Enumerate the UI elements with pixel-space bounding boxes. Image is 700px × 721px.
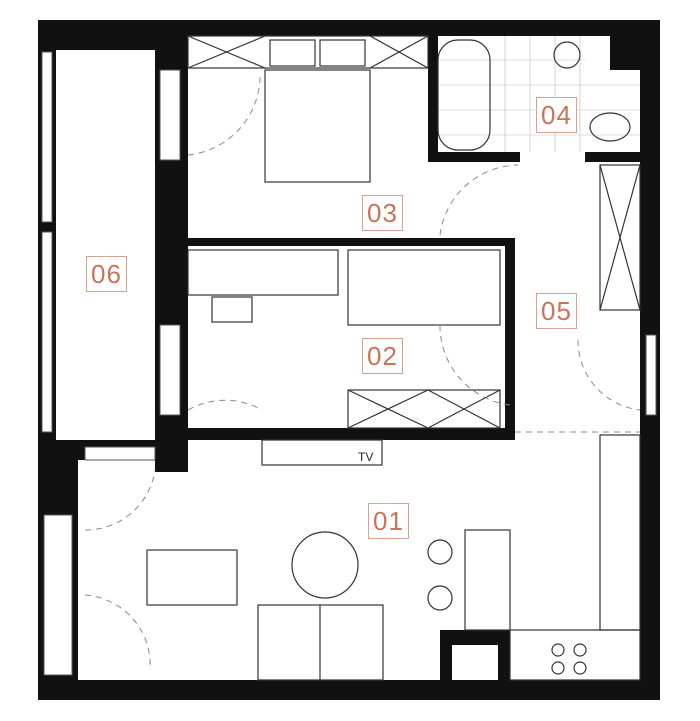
bathroom-tiles: [438, 35, 640, 152]
column-inner: [452, 645, 498, 680]
tv-label: TV: [358, 450, 374, 464]
room-label-03: 03: [362, 195, 403, 231]
room-label-02: 02: [362, 338, 403, 374]
furniture: [146, 35, 641, 681]
room-label-01: 01: [368, 503, 409, 539]
room-label-04: 04: [536, 97, 577, 133]
room-label-05: 05: [536, 293, 577, 329]
windows: [41, 51, 657, 676]
door-swings: [84, 74, 641, 671]
room-label-06: 06: [86, 256, 127, 292]
